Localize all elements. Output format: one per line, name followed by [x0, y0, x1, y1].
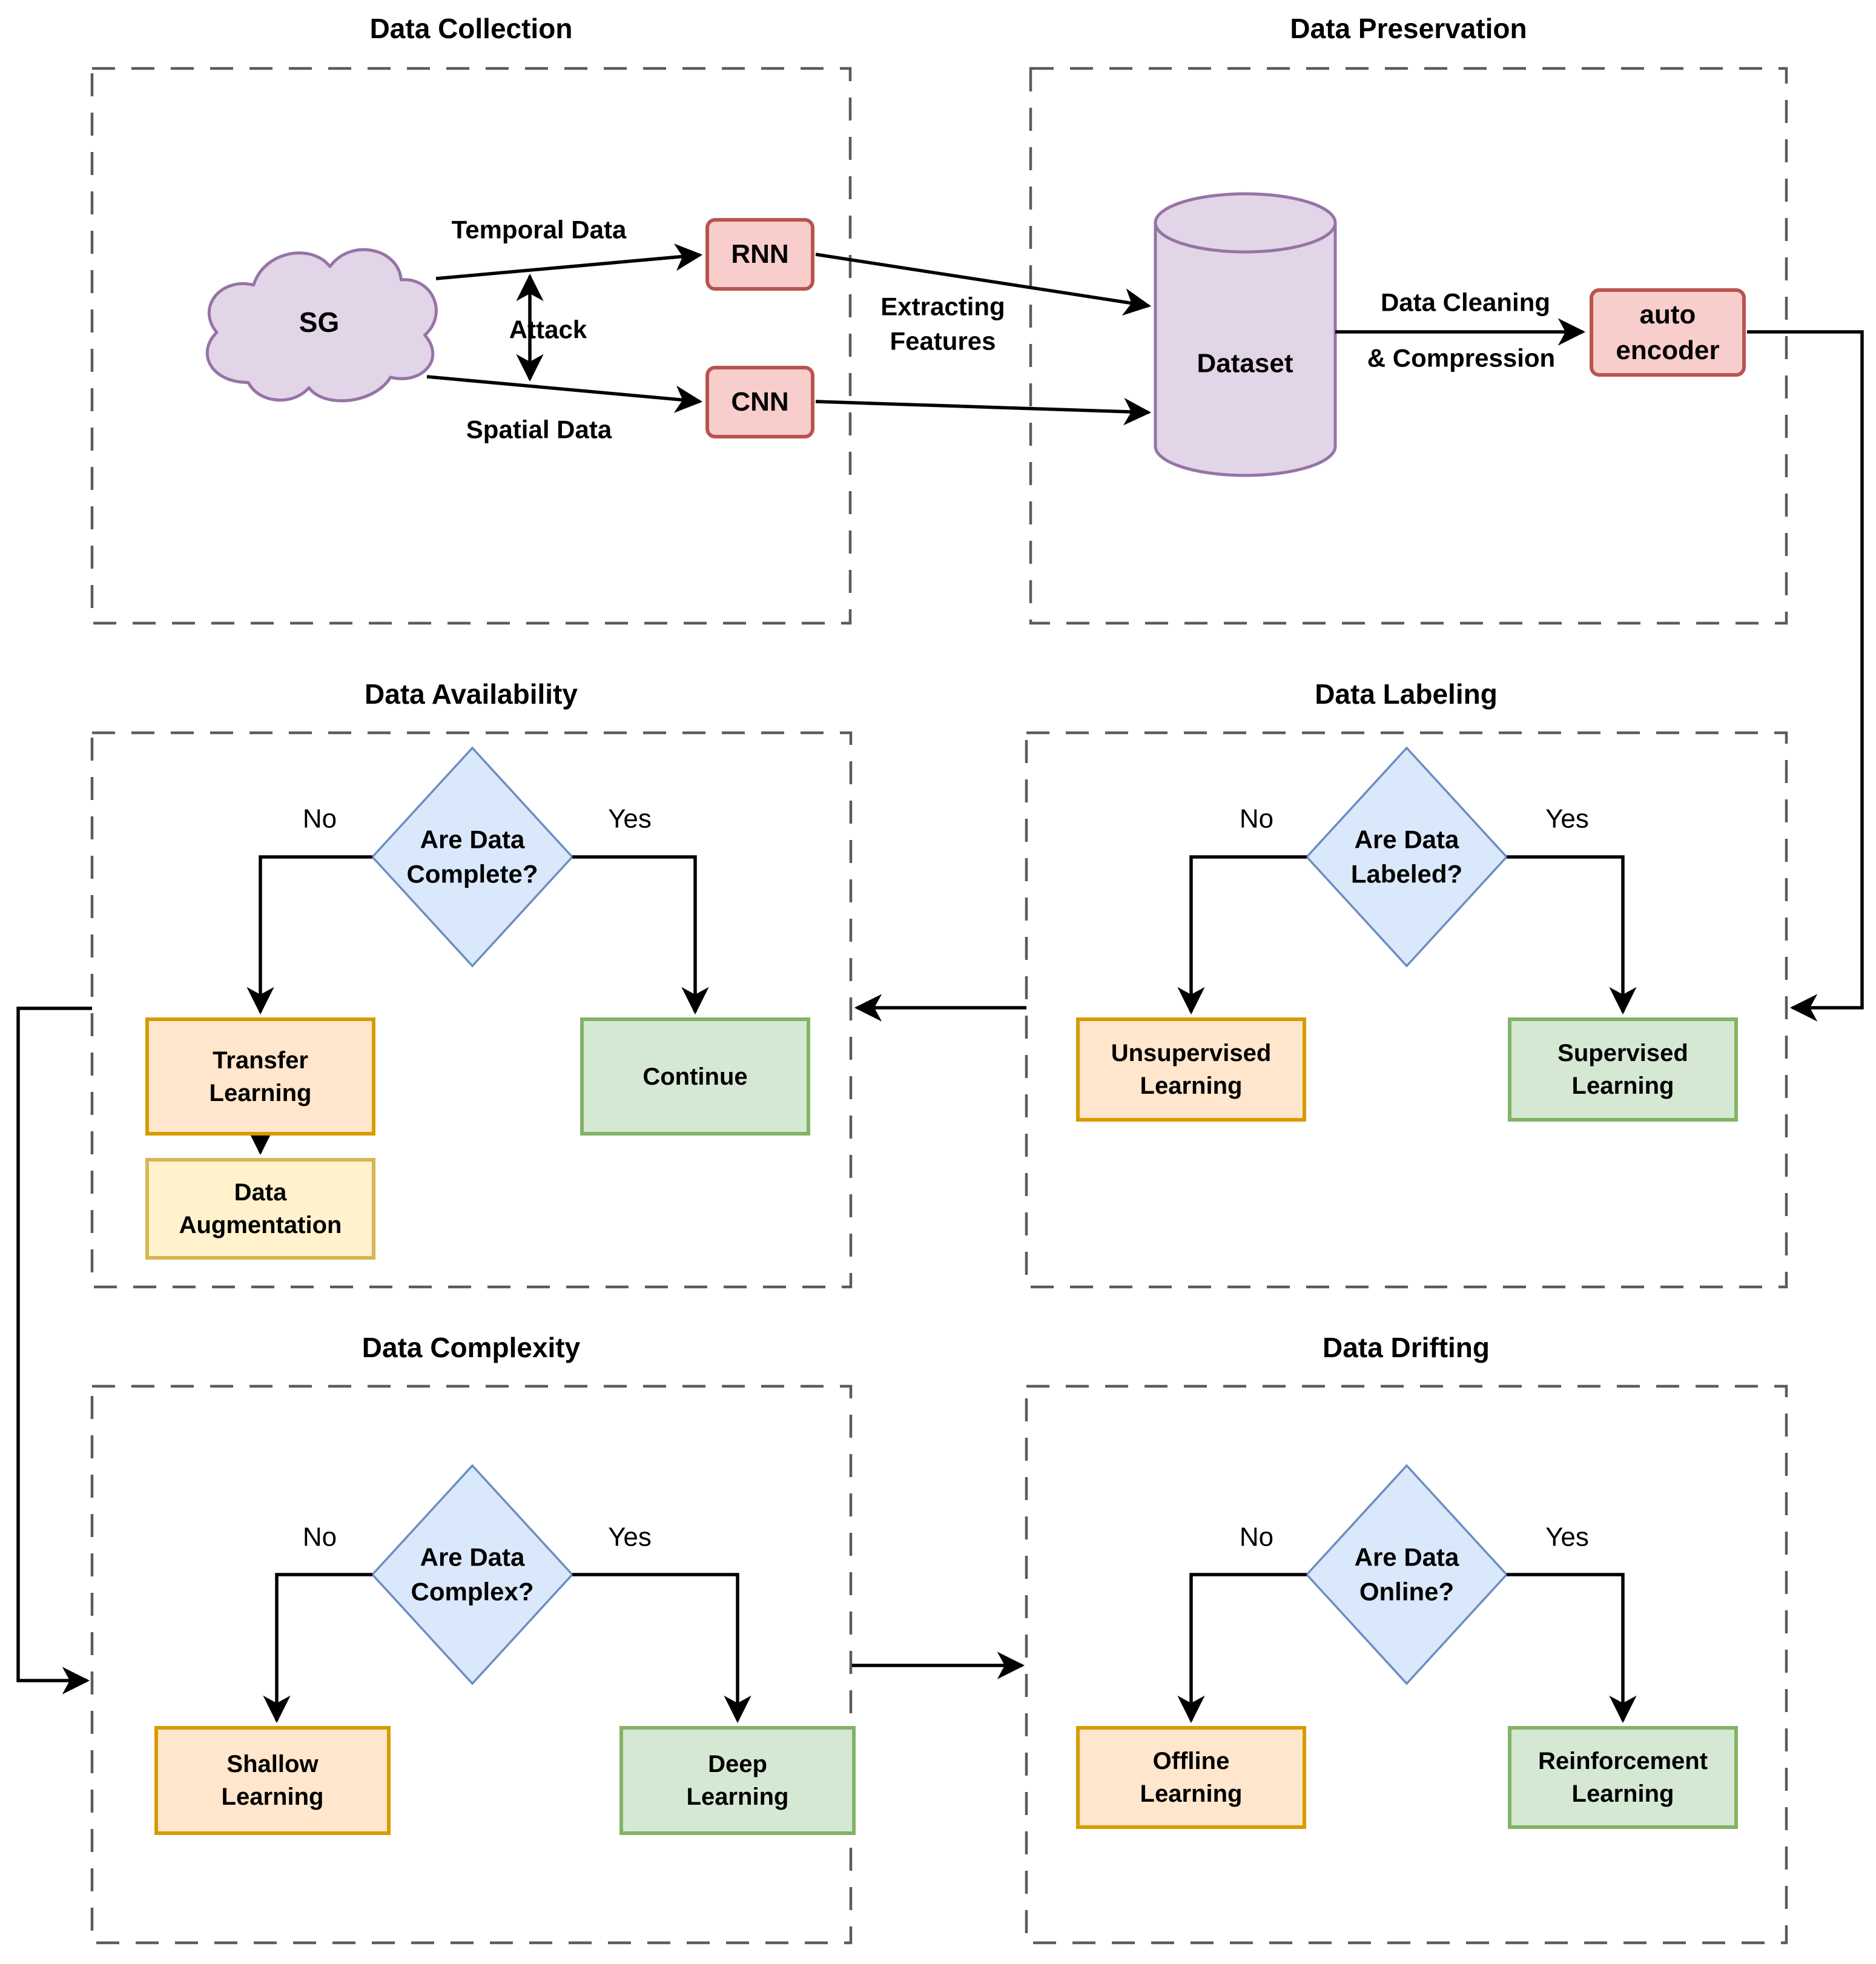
section-box-data-labeling: [1025, 731, 1788, 1289]
decision-diamond-complexity: [371, 1464, 574, 1685]
branch-no-label-availability: No: [302, 804, 337, 834]
transfer-learning-box: Transfer Learning: [145, 1017, 375, 1136]
shallow-learning-box: Shallow Learning: [154, 1726, 391, 1835]
section-box-data-drifting: [1025, 1384, 1788, 1945]
branch-labeling-yes: [1507, 855, 1637, 1015]
section-title-data-availability: Data Availability: [365, 678, 578, 710]
rnn-label: RNN: [731, 239, 789, 269]
branch-yes-label-labeling: Yes: [1545, 804, 1589, 834]
branch-yes-label-complexity: Yes: [608, 1522, 652, 1552]
connector-availability-to-complexity: [16, 1007, 92, 1695]
section-title-data-drifting: Data Drifting: [1323, 1332, 1490, 1364]
section-title-data-labeling: Data Labeling: [1315, 678, 1498, 710]
dataset-label: Dataset: [1197, 348, 1293, 379]
shallow-learning-label: Shallow Learning: [221, 1751, 324, 1810]
section-box-data-preservation: [1029, 67, 1788, 625]
sg-cloud-shape: [207, 250, 436, 401]
arrow-cnn-to-dataset: [815, 397, 1152, 426]
branch-complexity-no: [263, 1573, 372, 1724]
auto-encoder-node: auto encoder: [1590, 288, 1746, 377]
decision-label-labeling: Are Data Labeled?: [1350, 825, 1463, 888]
decision-label-availability: Are Data Complete?: [406, 825, 538, 888]
branch-complexity-yes: [572, 1573, 751, 1724]
deep-learning-label: Deep Learning: [686, 1751, 789, 1810]
data-augmentation-box: Data Augmentation: [145, 1158, 375, 1260]
branch-no-label-labeling: No: [1239, 804, 1274, 834]
section-box-data-collection: [90, 67, 852, 625]
branch-drifting-yes: [1507, 1573, 1637, 1724]
section-box-data-availability: [90, 731, 853, 1289]
branch-availability-no: [246, 855, 372, 1015]
arrow-sg-to-cnn: [426, 375, 703, 413]
branch-yes-label-availability: Yes: [608, 804, 652, 834]
section-box-data-complexity: [90, 1384, 853, 1945]
supervised-learning-box: Supervised Learning: [1508, 1017, 1738, 1122]
sg-cloud-label: SG: [299, 306, 340, 339]
spatial-data-label: Spatial Data: [466, 415, 612, 444]
unsupervised-learning-box: Unsupervised Learning: [1076, 1017, 1306, 1122]
supervised-learning-label: Supervised Learning: [1557, 1040, 1688, 1099]
branch-labeling-no: [1177, 855, 1307, 1015]
cnn-label: CNN: [731, 387, 789, 417]
continue-label: Continue: [642, 1063, 748, 1090]
dataset-cylinder: [1154, 192, 1337, 477]
branch-no-label-drifting: No: [1239, 1522, 1274, 1552]
deep-learning-box: Deep Learning: [619, 1726, 856, 1835]
unsupervised-learning-label: Unsupervised Learning: [1111, 1040, 1272, 1099]
data-cleaning-label-line2: & Compression: [1367, 343, 1556, 372]
decision-diamond-availability: [371, 746, 574, 968]
section-title-data-preservation: Data Preservation: [1290, 13, 1527, 45]
branch-no-label-complexity: No: [302, 1522, 337, 1552]
offline-learning-box: Offline Learning: [1076, 1726, 1306, 1829]
cnn-node: CNN: [705, 366, 814, 438]
rnn-node: RNN: [705, 218, 814, 291]
reinforcement-learning-box: Reinforcement Learning: [1508, 1726, 1738, 1829]
decision-label-drifting: Are Data Online?: [1354, 1542, 1459, 1605]
decision-diamond-labeling: [1305, 746, 1508, 968]
branch-yes-label-drifting: Yes: [1545, 1522, 1589, 1552]
transfer-learning-label: Transfer Learning: [209, 1046, 312, 1106]
data-cleaning-label-line1: Data Cleaning: [1380, 288, 1551, 317]
temporal-data-label: Temporal Data: [451, 215, 627, 244]
auto-encoder-label: auto encoder: [1616, 299, 1720, 365]
extracting-features-label: Extracting Features: [880, 292, 1005, 355]
offline-learning-label: Offline Learning: [1140, 1748, 1243, 1807]
attack-label: Attack: [509, 315, 587, 344]
section-title-data-collection: Data Collection: [369, 13, 573, 45]
reinforcement-learning-label: Reinforcement Learning: [1537, 1748, 1708, 1807]
branch-availability-yes: [572, 855, 709, 1015]
data-augmentation-label: Data Augmentation: [179, 1179, 342, 1238]
branch-drifting-no: [1177, 1573, 1307, 1724]
decision-diamond-drifting: [1305, 1464, 1508, 1685]
arrow-rnn-to-dataset: [815, 253, 1152, 316]
decision-label-complexity: Are Data Complex?: [411, 1542, 534, 1605]
section-title-data-complexity: Data Complexity: [362, 1332, 581, 1364]
connector-autoencoder-to-labeling: [1747, 330, 1864, 1022]
continue-box: Continue: [580, 1017, 810, 1136]
arrow-sg-to-rnn: [435, 243, 703, 280]
